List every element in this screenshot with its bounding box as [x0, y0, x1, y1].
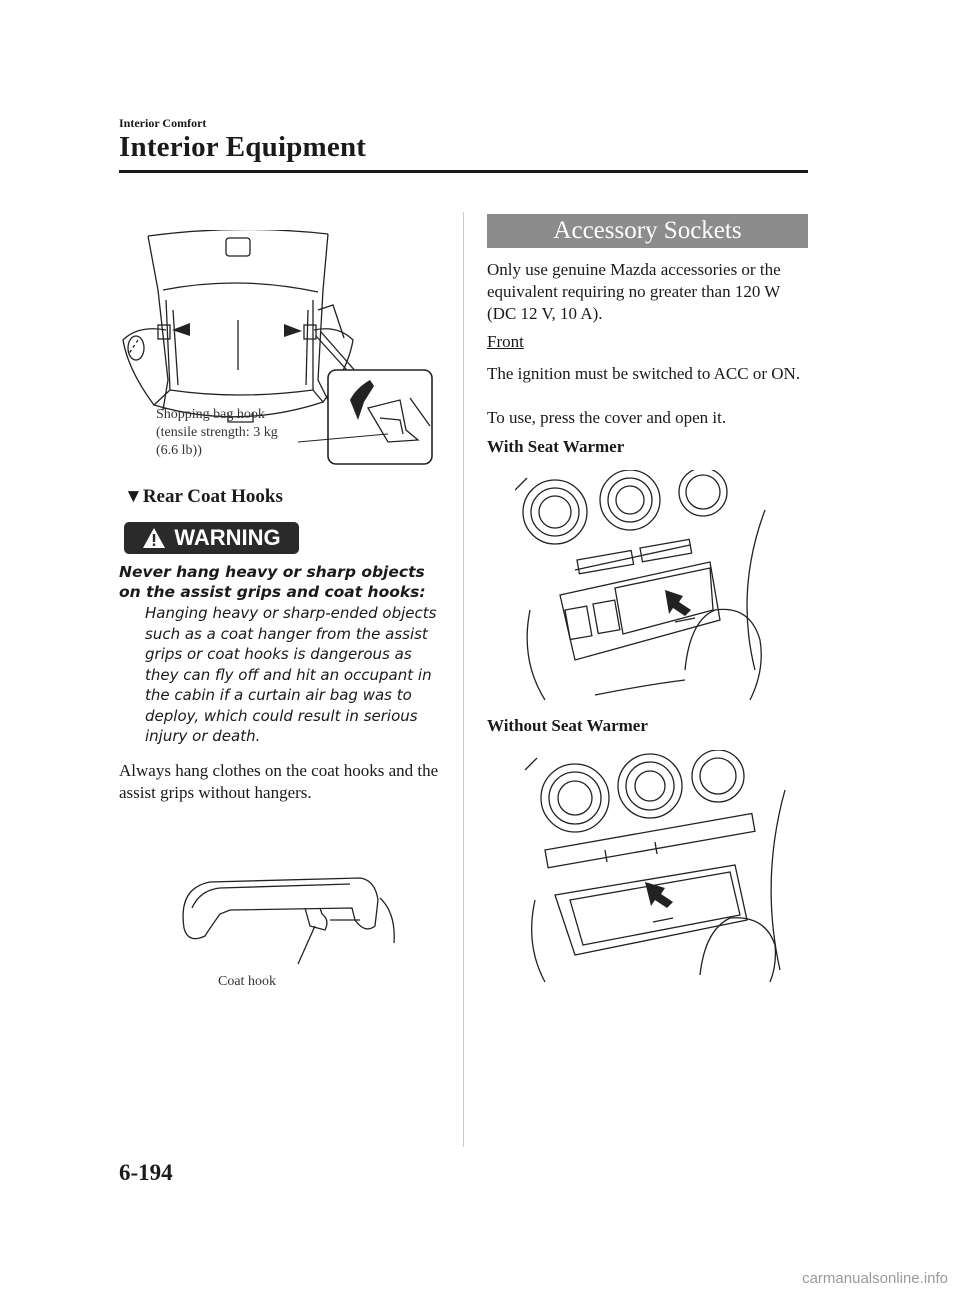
- callout-line-1: Shopping bag hook: [156, 407, 265, 422]
- without-seat-warmer-label: Without Seat Warmer: [487, 716, 648, 735]
- with-seat-warmer-label: With Seat Warmer: [487, 437, 625, 456]
- accessory-intro: Only use genuine Mazda accessories or th…: [487, 260, 781, 323]
- coat-hooks-instruction: Always hang clothes on the coat hooks an…: [119, 761, 439, 802]
- warning-label: WARNING: [174, 525, 281, 550]
- page-title: Interior Equipment: [119, 131, 367, 163]
- footer-watermark: carmanualsonline.info: [802, 1270, 948, 1287]
- warning-badge: WARNING: [124, 522, 299, 554]
- shopping-bag-hook-callout: Shopping bag hook (tensile strength: 3 k…: [156, 406, 278, 460]
- front-text-ignition: The ignition must be switched to ACC or …: [487, 364, 801, 383]
- warning-triangle-icon: [143, 528, 166, 548]
- warning-lead-text: Never hang heavy or sharp objects on the…: [119, 563, 426, 601]
- with-seat-warmer-illustration: [515, 470, 783, 708]
- heading-marker: ▼: [124, 486, 143, 507]
- rear-coat-hooks-heading: ▼Rear Coat Hooks: [124, 486, 283, 508]
- heading-text: Rear Coat Hooks: [142, 486, 283, 507]
- warning-body-text: Hanging heavy or sharp-ended objects suc…: [145, 604, 437, 745]
- accessory-sockets-banner: Accessory Sockets: [487, 214, 808, 248]
- column-divider: [463, 212, 464, 1147]
- callout-line-3: (6.6 lb)): [156, 443, 202, 458]
- front-text-usage: To use, press the cover and open it.: [487, 408, 727, 427]
- without-seat-warmer-illustration: [515, 750, 805, 985]
- page-number: 6-194: [119, 1160, 173, 1185]
- title-rule: [119, 170, 808, 173]
- front-label: Front: [487, 332, 524, 351]
- cargo-area-illustration: [118, 230, 436, 468]
- coat-hook-label: Coat hook: [218, 974, 276, 989]
- coat-hook-illustration: [170, 868, 406, 978]
- callout-line-2: (tensile strength: 3 kg: [156, 425, 278, 440]
- section-label: Interior Comfort: [119, 116, 207, 130]
